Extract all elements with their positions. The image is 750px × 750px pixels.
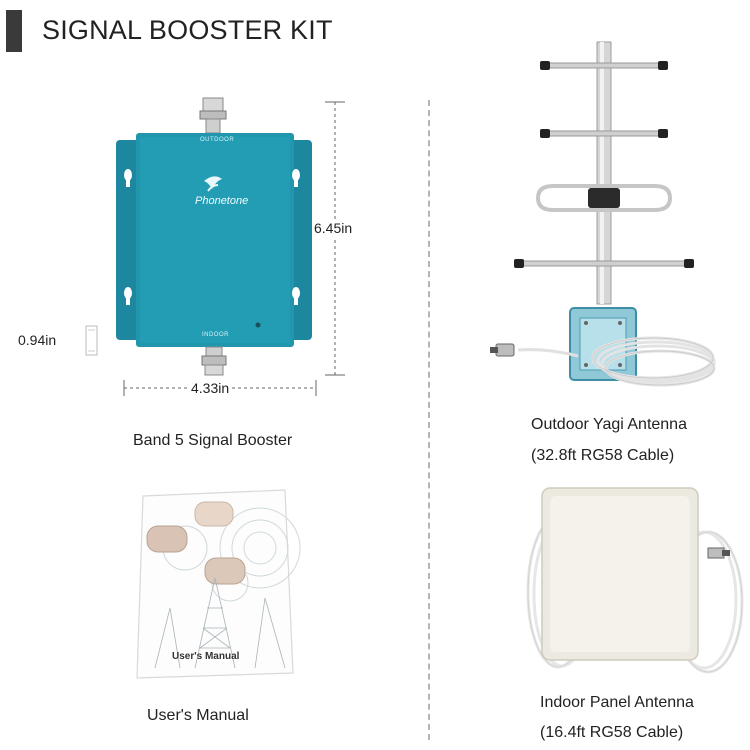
title-accent-bar bbox=[6, 10, 22, 52]
panel-caption-line2: (16.4ft RG58 Cable) bbox=[540, 724, 684, 741]
booster-port-top-label: OUTDOOR bbox=[200, 137, 235, 143]
yagi-caption-line1: Outdoor Yagi Antenna bbox=[531, 416, 687, 433]
booster-brand-label: Phonetone bbox=[195, 195, 249, 207]
section-divider bbox=[428, 100, 430, 740]
booster-caption: Band 5 Signal Booster bbox=[133, 432, 293, 449]
page-title: SIGNAL BOOSTER KIT bbox=[42, 15, 333, 45]
user-manual-image bbox=[136, 489, 301, 679]
height-dimension-label: 6.45in bbox=[312, 219, 355, 237]
panel-caption-line1: Indoor Panel Antenna bbox=[540, 694, 694, 711]
panel-antenna-image bbox=[526, 487, 744, 674]
depth-dimension-label: 0.94in bbox=[18, 332, 57, 348]
yagi-caption-line2: (32.8ft RG58 Cable) bbox=[531, 447, 675, 464]
width-dimension-label: 4.33in bbox=[188, 380, 233, 396]
depth-profile-icon bbox=[85, 325, 98, 356]
height-dimension-line bbox=[325, 101, 345, 376]
manual-caption: User's Manual bbox=[147, 707, 249, 724]
booster-port-bottom-label: INDOOR bbox=[202, 332, 229, 338]
yagi-antenna-image bbox=[490, 41, 716, 387]
manual-cover-title: User's Manual bbox=[172, 651, 240, 662]
signal-booster-image bbox=[116, 97, 312, 376]
